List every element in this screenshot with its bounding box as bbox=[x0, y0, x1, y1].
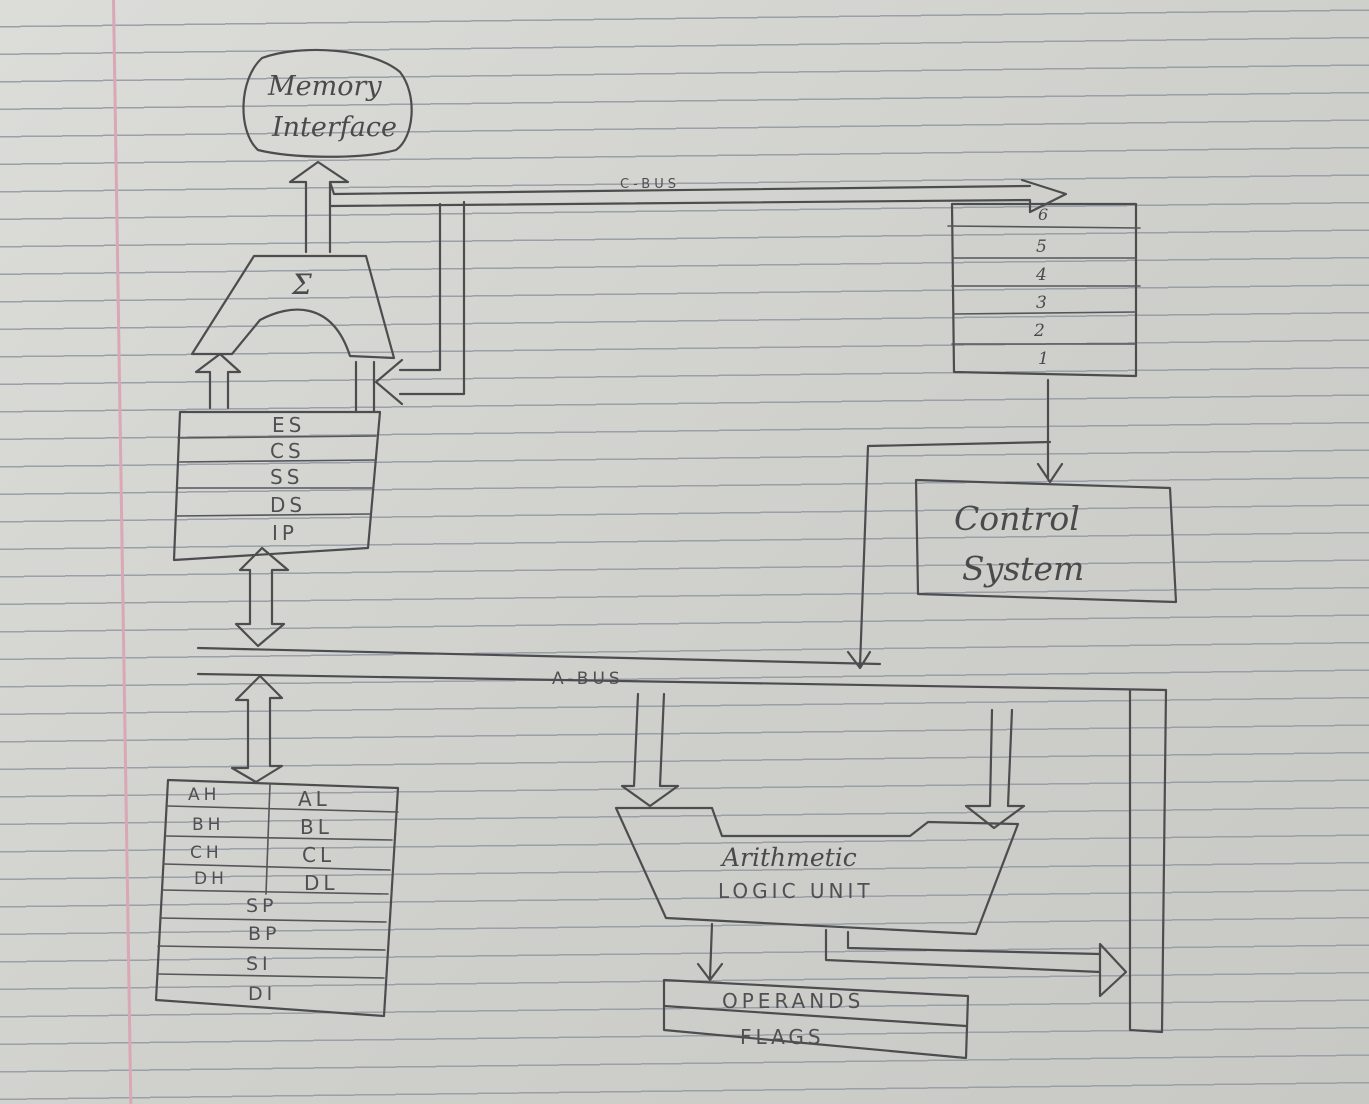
control-system-box bbox=[914, 478, 1178, 604]
control-output-line bbox=[846, 440, 1052, 670]
register-bh: BH bbox=[192, 815, 224, 835]
register-al: AL bbox=[298, 787, 331, 811]
queue-slot-5: 5 bbox=[1036, 237, 1047, 257]
adder-right-input-stub bbox=[354, 360, 376, 414]
control-system-line1: Control bbox=[954, 499, 1080, 538]
adder-input-arrowhead bbox=[374, 358, 404, 406]
register-dh: DH bbox=[194, 869, 228, 889]
register-di: DI bbox=[248, 983, 276, 1005]
a-bus-label: A-BUS bbox=[552, 669, 624, 689]
alu-line1: Arithmetic bbox=[720, 843, 857, 872]
queue-to-control-arrow bbox=[1036, 378, 1064, 484]
c-bus-label: C-BUS bbox=[620, 177, 680, 192]
alu-line2: LOGIC UNIT bbox=[718, 879, 874, 903]
alu-left-input-arrow bbox=[620, 692, 680, 808]
adder-sigma-symbol: Σ bbox=[291, 268, 312, 301]
segment-register-ss: SS bbox=[270, 465, 303, 489]
register-dl: DL bbox=[304, 871, 339, 895]
register-bp: BP bbox=[248, 923, 281, 945]
segment-register-ds: DS bbox=[270, 493, 306, 517]
memory-interface-line1: Memory bbox=[267, 71, 382, 102]
c-bus-arrowhead bbox=[1020, 178, 1068, 214]
alu-to-flags-arrow bbox=[696, 922, 724, 982]
control-system-line2: System bbox=[962, 549, 1084, 588]
register-si: SI bbox=[246, 953, 272, 975]
c-bus-line bbox=[328, 180, 1032, 214]
segment-to-adder-arrow bbox=[194, 352, 242, 410]
segment-bus-double-arrow bbox=[234, 546, 290, 648]
general-bus-double-arrow bbox=[230, 674, 284, 784]
flags-label: FLAGS bbox=[740, 1025, 825, 1049]
instruction-queue-block bbox=[947, 202, 1141, 378]
a-bus-line bbox=[196, 646, 1168, 692]
memory-interface-line2: Interface bbox=[271, 112, 397, 143]
register-sp: SP bbox=[246, 895, 278, 917]
general-register-block bbox=[154, 778, 400, 1018]
a-bus-right-loop bbox=[1128, 688, 1168, 1034]
queue-slot-2: 2 bbox=[1033, 321, 1045, 341]
alu-outline bbox=[614, 806, 1020, 936]
operands-label: OPERANDS bbox=[722, 989, 864, 1013]
queue-slot-3: 3 bbox=[1036, 293, 1047, 313]
register-cl: CL bbox=[302, 843, 335, 867]
segment-register-block bbox=[172, 410, 382, 562]
segment-register-ip: IP bbox=[272, 521, 298, 545]
register-bl: BL bbox=[300, 815, 333, 839]
segment-register-cs: CS bbox=[270, 439, 305, 463]
segment-register-es: ES bbox=[272, 413, 305, 437]
queue-slot-1: 1 bbox=[1038, 349, 1049, 369]
register-ah: AH bbox=[188, 785, 220, 805]
queue-slot-4: 4 bbox=[1035, 265, 1047, 285]
alu-output-arrow bbox=[824, 928, 1128, 998]
alu-right-input-arrow bbox=[964, 708, 1026, 830]
memory-interface-outline bbox=[242, 48, 413, 158]
register-ch: CH bbox=[190, 843, 223, 863]
queue-to-adder-path bbox=[398, 200, 466, 396]
queue-slot-6: 6 bbox=[1038, 205, 1048, 224]
operands-flags-box bbox=[662, 978, 970, 1060]
address-adder-outline bbox=[190, 254, 396, 360]
